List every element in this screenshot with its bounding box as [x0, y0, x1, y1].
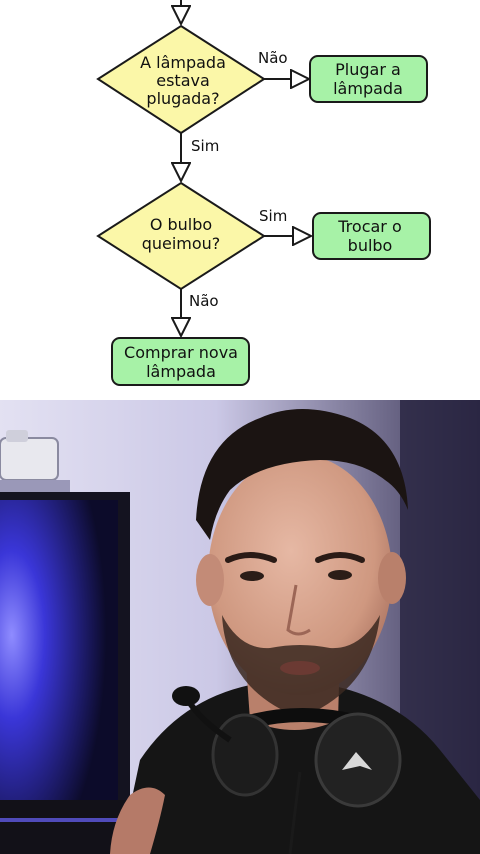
person-eye-left [240, 571, 264, 581]
decision-2-line-2: queimou? [142, 234, 221, 253]
person-ear-right [378, 552, 406, 604]
edge-label-d1-no: Não [258, 49, 288, 67]
person-hair [196, 409, 408, 540]
decision-1-line-3: plugada? [146, 89, 219, 108]
action-3-line-2: lâmpada [146, 362, 216, 381]
headset-logo-icon [342, 752, 372, 770]
action-3-line-1: Comprar nova [124, 343, 238, 362]
action-3-box [111, 337, 250, 386]
person-ear-left [196, 554, 224, 606]
action-1-line-2: lâmpada [333, 79, 403, 98]
edge-label-d2-yes: Sim [259, 207, 287, 225]
person-eyebrow-right [315, 552, 365, 563]
person-eyebrow-left [225, 552, 277, 563]
action-2-line-2: bulbo [348, 236, 393, 255]
decision-2-line-1: O bulbo [150, 215, 212, 234]
person-hand [110, 787, 165, 854]
shelf-device-top [6, 430, 28, 442]
headset-cable [288, 771, 302, 854]
person-mouth [280, 661, 320, 675]
flowchart-diagram: A lâmpada estava plugada? Não Plugar a l… [0, 0, 480, 400]
decision-1-line-1: A lâmpada [140, 53, 226, 72]
webcam-video [0, 400, 480, 854]
shelf [0, 480, 70, 492]
edge-label-d2-no: Não [189, 292, 219, 310]
action-1-box [309, 55, 428, 103]
action-1-line-1: Plugar a [335, 60, 401, 79]
shelf-device [0, 437, 59, 481]
decision-1-line-2: estava [156, 71, 210, 90]
action-2-box [312, 212, 431, 260]
headset-earcup-left [211, 713, 279, 797]
desk-light [0, 818, 120, 822]
headset-mic [172, 686, 200, 706]
person-eye-right [328, 570, 352, 580]
person-face [208, 455, 392, 695]
person-nose [286, 584, 311, 636]
edge-label-d1-yes: Sim [191, 137, 219, 155]
monitor-screen [0, 500, 118, 800]
action-2-line-1: Trocar o [337, 217, 402, 236]
